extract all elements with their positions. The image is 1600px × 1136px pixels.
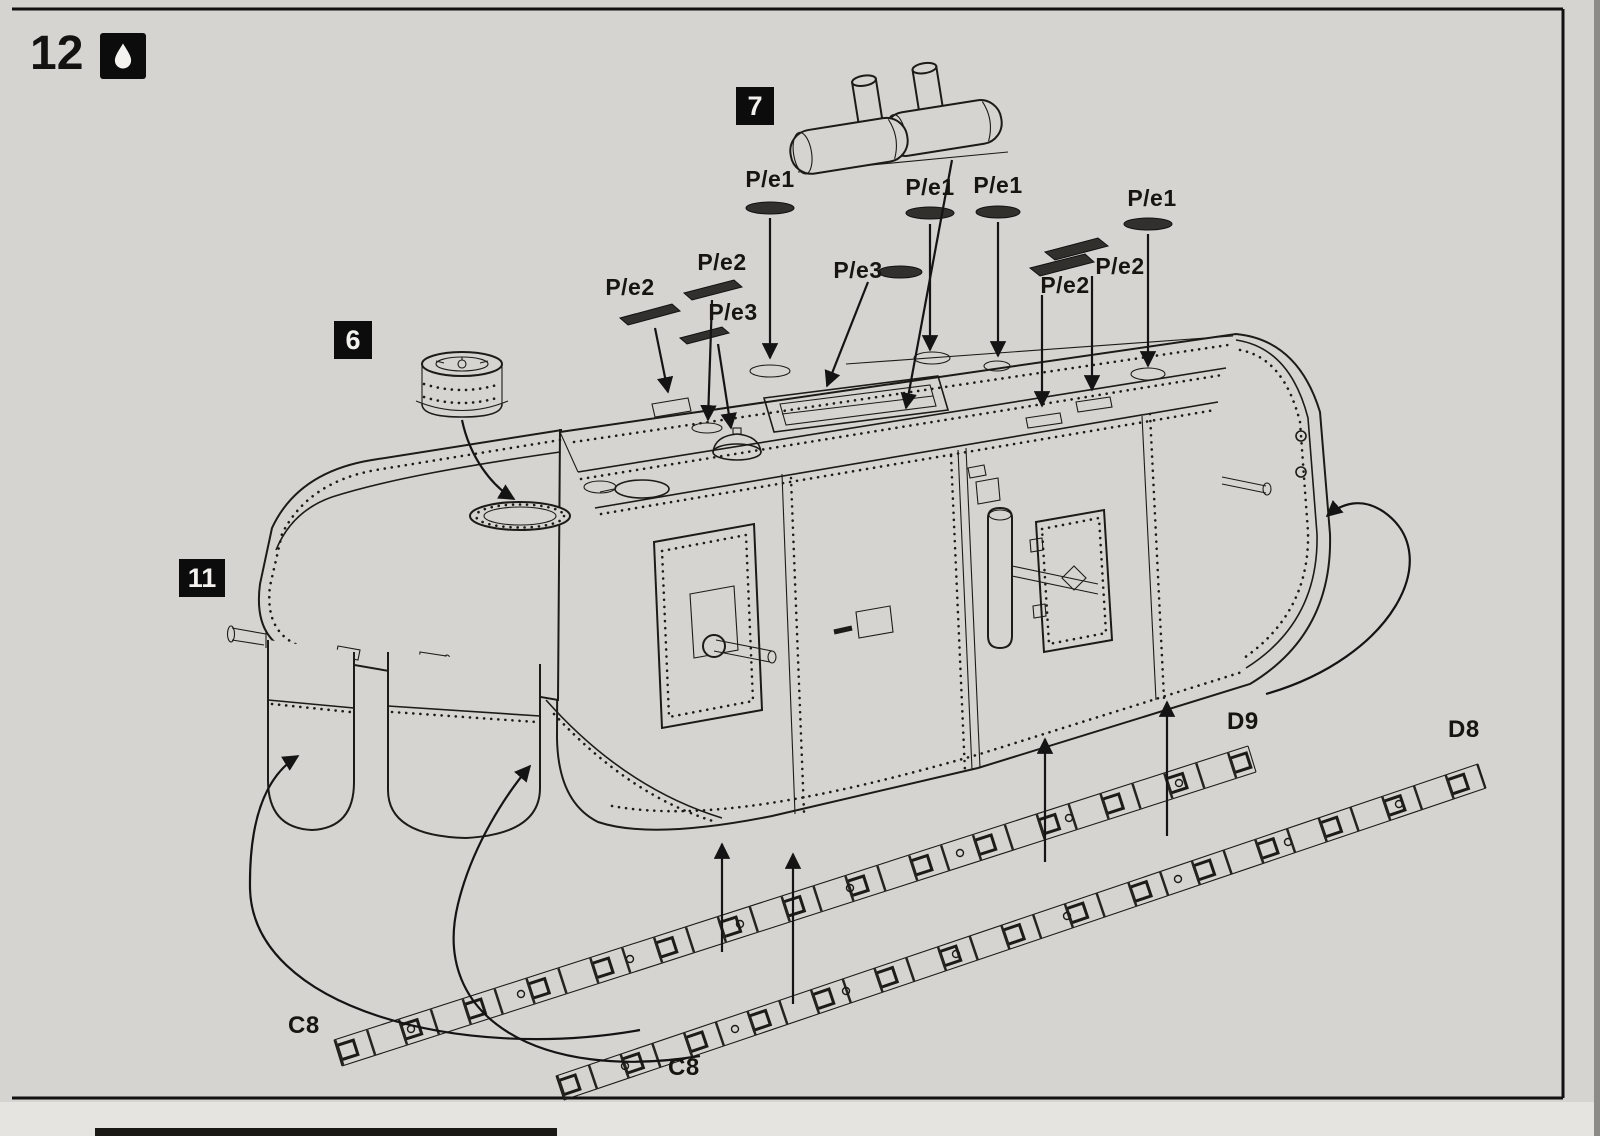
part-callout-11: 11 xyxy=(179,559,225,597)
label-pe1-1: P/e1 xyxy=(745,166,795,192)
label-pe2-2: P/e2 xyxy=(697,249,747,275)
exhaust-part-7 xyxy=(789,61,1009,175)
label-pe3-2: P/e3 xyxy=(833,257,883,283)
label-pe2-4: P/e2 xyxy=(1095,253,1145,279)
part-callout-7: 7 xyxy=(736,87,774,125)
panel-frame xyxy=(12,7,1565,1100)
photo-etch-pieces xyxy=(618,201,1173,345)
part-callout-6: 6 xyxy=(334,321,372,359)
hull-gun-plate xyxy=(652,522,777,730)
label-c8-near: C8 xyxy=(288,1012,320,1039)
track-run-near xyxy=(333,745,1257,1067)
cupola-part-6 xyxy=(415,351,509,418)
tank-hull xyxy=(226,332,1332,840)
label-pe3-1: P/e3 xyxy=(708,299,758,325)
front-fenders xyxy=(267,640,723,840)
glue-drop-icon xyxy=(100,33,146,79)
label-pe2-1: P/e2 xyxy=(605,274,655,300)
label-pe1-2: P/e1 xyxy=(905,174,955,200)
label-c8-far: C8 xyxy=(668,1054,700,1081)
hull-side-door xyxy=(1029,508,1114,654)
label-d8: D8 xyxy=(1448,716,1480,743)
label-pe1-3: P/e1 xyxy=(973,172,1023,198)
label-pe2-3: P/e2 xyxy=(1040,272,1090,298)
assembly-arrows xyxy=(248,159,1411,1063)
label-d9: D9 xyxy=(1227,708,1259,735)
deck-hatches xyxy=(599,351,1166,499)
glue-drop-glyph xyxy=(114,43,132,69)
label-pe1-4: P/e1 xyxy=(1127,185,1177,211)
step-number: 12 xyxy=(30,27,84,80)
